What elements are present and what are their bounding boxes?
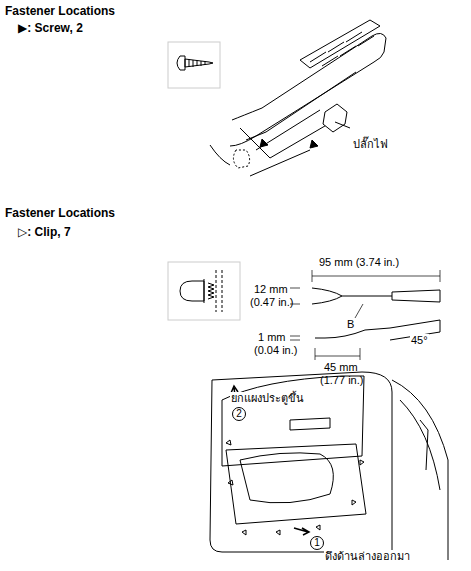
legend-note: ▶: Screw, 2 bbox=[18, 22, 83, 35]
dimension: (0.47 in.) bbox=[250, 296, 293, 309]
instruction-text: ยกแผงประตูขึ้น bbox=[230, 392, 305, 405]
callout-number: 2 bbox=[232, 407, 246, 421]
angle-dimension: 45° bbox=[410, 334, 429, 347]
instruction-text: ดึงด้านล่างออกมา bbox=[324, 550, 411, 563]
dimension: 1 mm bbox=[258, 331, 286, 344]
dimension: 95 mm (3.74 in.) bbox=[318, 256, 400, 269]
switch-panel bbox=[210, 20, 386, 176]
dimension: 12 mm bbox=[254, 283, 288, 296]
section-heading: Fastener Locations bbox=[5, 207, 115, 220]
section-heading: Fastener Locations bbox=[5, 5, 115, 18]
door-panel bbox=[210, 372, 448, 560]
clip-icon bbox=[168, 262, 240, 320]
dimension: (0.04 in.) bbox=[254, 344, 297, 357]
callout-number: 1 bbox=[310, 536, 324, 550]
screw-icon bbox=[168, 42, 220, 88]
legend-note: ▷: Clip, 7 bbox=[18, 226, 71, 239]
tool-letter: B bbox=[346, 318, 355, 331]
dimension: (1.77 in.) bbox=[320, 374, 363, 387]
part-name: ปลั๊กไฟ bbox=[352, 138, 389, 151]
dimension: 45 mm bbox=[324, 361, 358, 374]
trim-tool bbox=[290, 270, 440, 360]
